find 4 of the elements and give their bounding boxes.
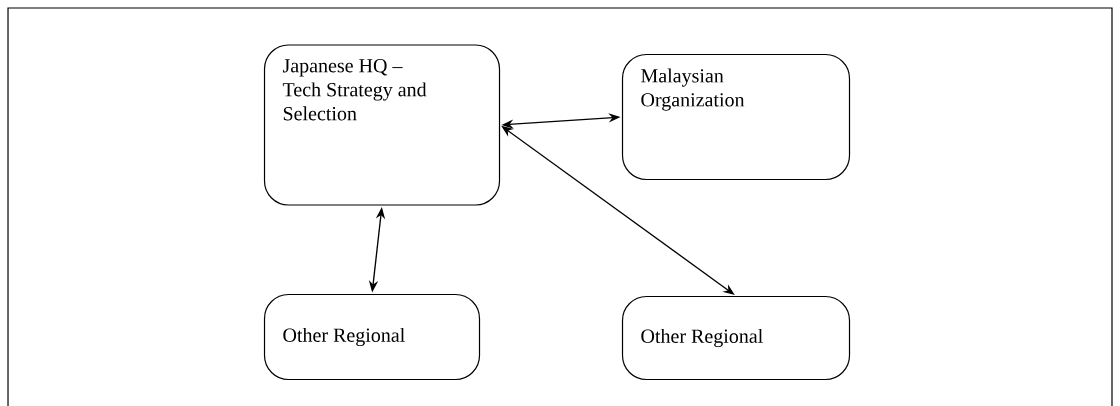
- rounded-box: Other Regional: [621, 295, 851, 381]
- rounded-box: Other Regional: [263, 293, 481, 381]
- rounded-box: Japanese HQ – Tech Strategy and Selection: [263, 44, 501, 206]
- rounded-box: Malaysian Organization: [621, 53, 851, 181]
